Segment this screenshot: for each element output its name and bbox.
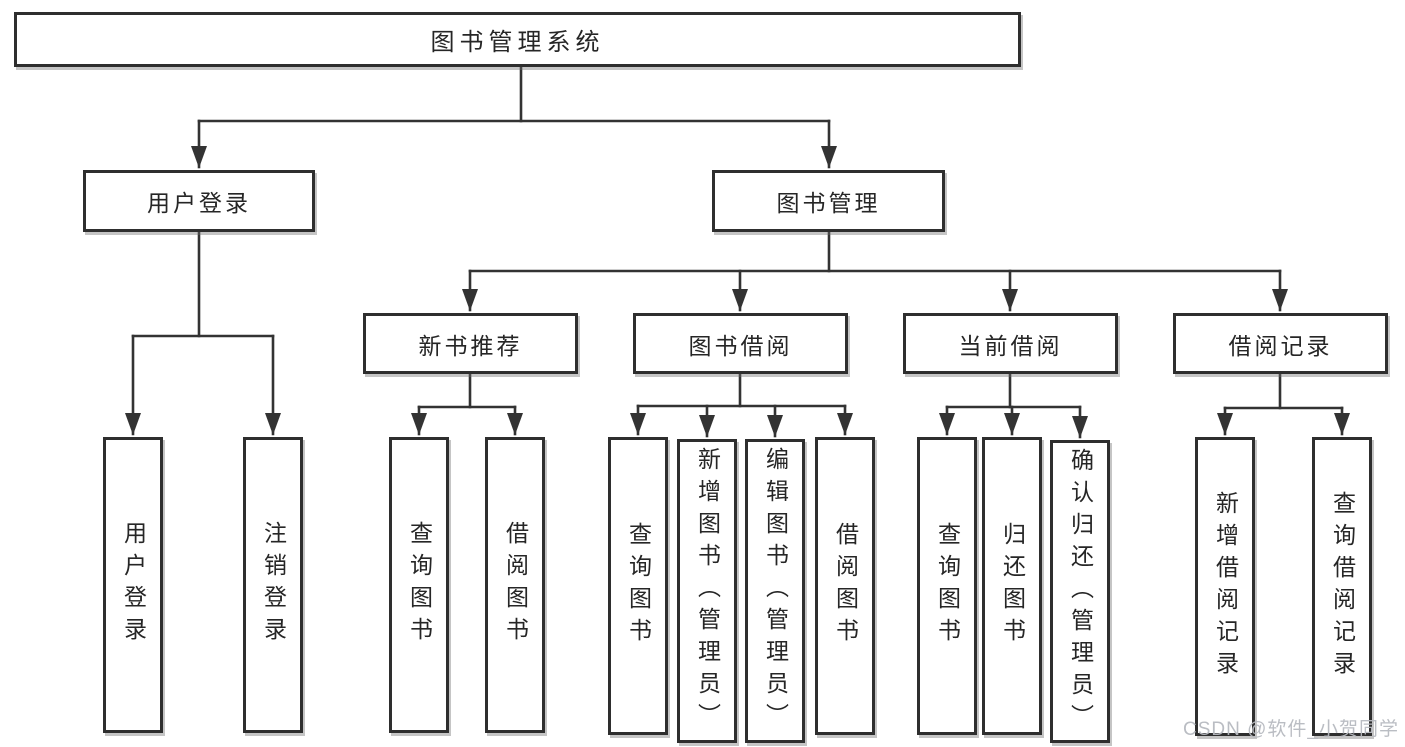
leaf-label: 借阅图书 [502,521,529,649]
leaf-newbooks-query-books: 查询图书 [389,437,449,733]
leaf-label: 编辑图书（管理员） [762,447,789,735]
leaf-label: 确认归还（管理员） [1067,447,1094,736]
leaf-borrowing-query-books: 查询图书 [608,437,668,735]
leaf-current-confirm-return-admin: 确认归还（管理员） [1050,440,1110,743]
leaf-current-return-books: 归还图书 [982,437,1042,735]
leaf-newbooks-borrow-books: 借阅图书 [485,437,545,733]
node-user-login: 用户登录 [83,170,315,232]
leaf-records-add-record: 新增借阅记录 [1195,437,1255,736]
leaf-label: 新增图书（管理员） [694,447,721,735]
leaf-user-login: 用户登录 [103,437,163,733]
leaf-logout: 注销登录 [243,437,303,733]
leaf-current-query-books: 查询图书 [917,437,977,735]
node-book-borrowing: 图书借阅 [633,313,848,374]
leaf-borrowing-borrow-books: 借阅图书 [815,437,875,735]
leaf-label: 新增借阅记录 [1212,490,1239,683]
leaf-label: 注销登录 [260,521,287,649]
leaf-borrowing-add-book-admin: 新增图书（管理员） [677,439,737,743]
node-current-borrowing: 当前借阅 [903,313,1118,374]
leaf-label: 用户登录 [120,521,147,649]
leaf-label: 查询图书 [934,522,961,650]
csdn-watermark: CSDN @软件_小贺同学 [1183,719,1399,740]
leaf-label: 查询图书 [625,522,652,650]
node-book-management: 图书管理 [712,170,945,232]
leaf-records-query-record: 查询借阅记录 [1312,437,1372,736]
leaf-label: 查询图书 [406,521,433,649]
node-library-management-system: 图书管理系统 [14,12,1021,67]
node-borrowing-records: 借阅记录 [1173,313,1388,374]
node-new-book-recommend: 新书推荐 [363,313,578,374]
leaf-borrowing-edit-book-admin: 编辑图书（管理员） [745,439,805,743]
leaf-label: 查询借阅记录 [1329,490,1356,683]
leaf-label: 借阅图书 [832,522,859,650]
leaf-label: 归还图书 [999,522,1026,650]
